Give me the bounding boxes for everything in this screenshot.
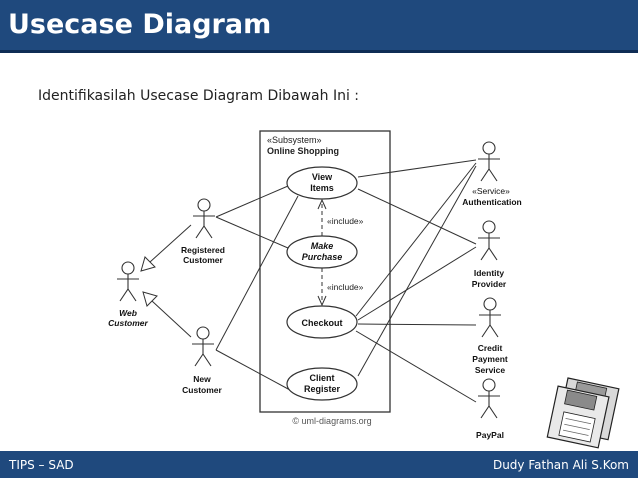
usecase-client-register-line1: Client — [309, 373, 334, 383]
actor-paypal-label: PayPal — [476, 430, 504, 440]
usecase-view-items-line2: Items — [310, 183, 334, 193]
usecase-checkout: Checkout — [286, 305, 358, 339]
subsystem-name: Online Shopping — [267, 146, 339, 156]
floppy-disks-icon — [546, 377, 620, 449]
include-arrows — [317, 198, 327, 307]
actor-web-customer-line2: Customer — [108, 318, 148, 328]
subsystem-stereotype: «Subsystem» — [267, 135, 322, 145]
footer-right-text: Dudy Fathan Ali S.Kom — [492, 458, 629, 472]
usecase-view-items-line1: View — [312, 172, 333, 182]
actor-credit-payment-line1: Credit — [478, 343, 503, 353]
usecase-make-purchase-line1: Make — [311, 241, 334, 251]
usecase-diagram: «Subsystem» Online Shopping «include» « — [108, 130, 620, 449]
actor-registered-customer-line1: Registered — [181, 245, 225, 255]
usecase-client-register: Client Register — [286, 367, 358, 401]
actor-new-customer-line1: New — [193, 374, 211, 384]
actor-identity-provider-line1: Identity — [474, 268, 504, 278]
usecase-make-purchase: Make Purchase — [286, 235, 358, 269]
usecase-view-items: View Items — [286, 166, 358, 200]
actor-registered-customer-figure — [193, 198, 215, 239]
watermark: © uml-diagrams.org — [292, 416, 371, 426]
usecase-client-register-line2: Register — [304, 384, 341, 394]
footer-bar: TIPS – SAD Dudy Fathan Ali S.Kom — [0, 451, 638, 478]
actor-paypal-figure — [478, 378, 500, 419]
actor-new-customer-figure — [192, 326, 214, 367]
actor-identity-provider-line2: Provider — [472, 279, 507, 289]
actor-identity-provider-figure — [478, 220, 500, 261]
actor-web-customer-figure — [117, 261, 139, 302]
association-lines — [215, 159, 477, 403]
title-bar: Usecase Diagram — [0, 0, 638, 53]
actor-authentication-label: Authentication — [462, 197, 522, 207]
actor-credit-payment-line2: Payment — [472, 354, 508, 364]
actor-credit-payment-line3: Service — [475, 365, 506, 375]
actor-registered-customer-line2: Customer — [183, 255, 223, 265]
usecase-checkout-label: Checkout — [301, 318, 342, 328]
actor-authentication-figure — [478, 141, 500, 182]
footer-left-text: TIPS – SAD — [9, 458, 74, 472]
actor-web-customer-line1: Web — [119, 308, 137, 318]
slide-title: Usecase Diagram — [8, 9, 272, 40]
include-label-2: «include» — [327, 282, 364, 292]
slide-subtitle: Identifikasilah Usecase Diagram Dibawah … — [38, 88, 360, 104]
actor-new-customer-line2: Customer — [182, 385, 222, 395]
usecase-make-purchase-line2: Purchase — [302, 252, 343, 262]
actor-authentication-stereotype: «Service» — [472, 186, 510, 196]
include-label-1: «include» — [327, 216, 364, 226]
actor-credit-payment-figure — [479, 297, 501, 338]
generalization-arrows — [140, 224, 192, 338]
